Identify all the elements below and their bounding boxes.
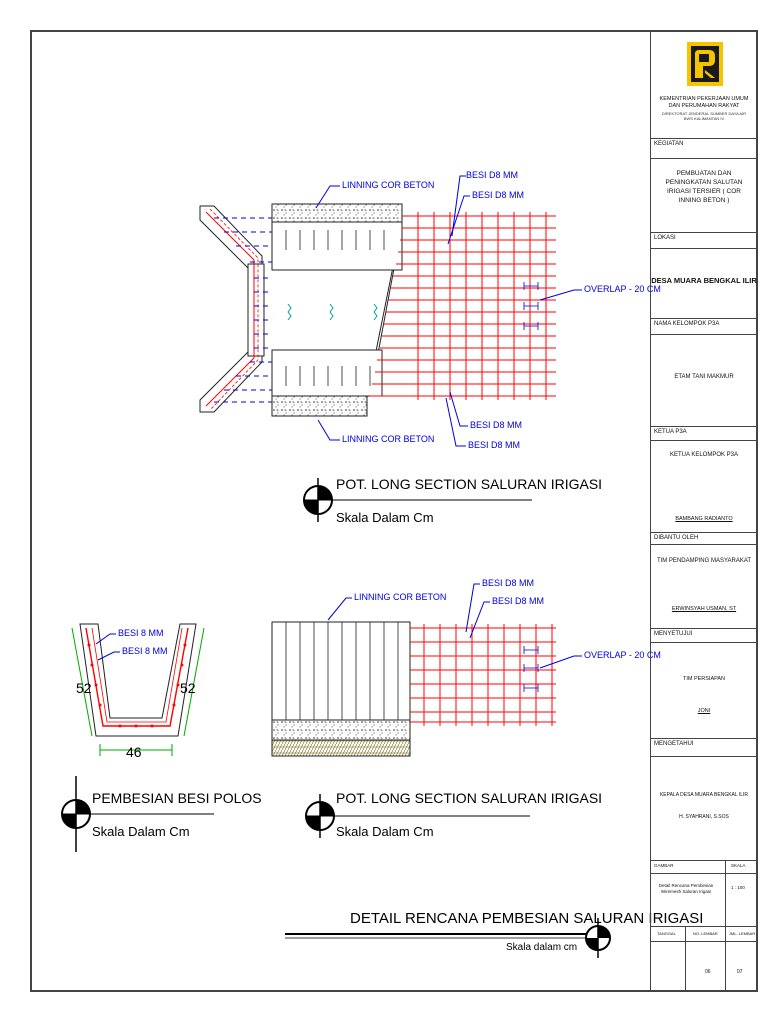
row-ketua: KETUA KELOMPOK P3A BAMBANG RADIANTO [651, 440, 757, 532]
label-besi-d8-5: BESI D8 MM [482, 578, 535, 588]
label-linning-bottom: LINNING COR BETON [342, 434, 435, 444]
row-mengetahui-hd: MENGETAHUI [651, 738, 757, 756]
row-dibantu-hd: DIBANTU OLEH [651, 532, 757, 544]
label-linning-2: LINNING COR BETON [354, 592, 447, 602]
u-channel-section [71, 623, 205, 756]
jml-lembar-hd: JML. LEMBAR [729, 931, 756, 936]
label-overlap-1: OVERLAP - 20 CM [584, 284, 661, 294]
main-title: DETAIL RENCANA PEMBESIAN SALURAN IRIGASI [350, 910, 704, 927]
section-marker-3 [61, 776, 214, 852]
title-block: KEMENTRIAN PEKERJAAN UMUM DAN PERUMAHAN … [650, 30, 758, 992]
gambar-hd: GAMBAR [654, 863, 674, 868]
main-title-marker [285, 918, 611, 958]
long-section-1 [199, 175, 582, 447]
wire-mesh-1 [370, 212, 556, 400]
long-section-2 [271, 583, 582, 757]
dim-bottom: 46 [126, 744, 142, 760]
u-rebar-2 [91, 627, 183, 723]
dim-left: 52 [76, 680, 92, 696]
dibantu-name: ERWINSYAH USMAN, ST [671, 606, 737, 612]
menyetujui-name: JONI [697, 708, 711, 714]
inlet-rebar [205, 211, 255, 407]
overlap-marks-2 [523, 646, 539, 692]
concrete-top [271, 203, 403, 223]
section-1-title: POT. LONG SECTION SALURAN IRIGASI [336, 476, 603, 492]
section-2-title: POT. LONG SECTION SALURAN IRIGASI [336, 790, 603, 806]
concrete-bottom [271, 395, 368, 417]
kegiatan-text: PEMBUATAN DAN PENINGKATAN SALUTAN IRIGAS… [665, 170, 743, 204]
section-2-scale: Skala Dalam Cm [336, 824, 434, 839]
soil-layer [271, 739, 411, 757]
label-overlap-2: OVERLAP - 20 CM [584, 650, 661, 660]
row-menyetujui-hd: MENYETUJUI [651, 628, 757, 642]
inlet-throat [247, 263, 265, 357]
dim-right: 52 [180, 680, 196, 696]
row-kegiatan: PEMBUATAN DAN PENINGKATAN SALUTAN IRIGAS… [651, 158, 757, 232]
row-menyetujui: TIM PERSIAPAN JONI [651, 642, 757, 738]
no-lembar-hd: NO. LEMBAR [693, 931, 718, 936]
dimension-lines [71, 627, 205, 756]
leaders-1 [315, 175, 582, 447]
skala-text: 1 : 100 [731, 885, 745, 890]
label-besi-d8-2: BESI D8 MM [472, 190, 525, 200]
leaders-2 [327, 583, 582, 669]
section-marker-2 [305, 794, 530, 838]
jml-lembar: 07 [737, 969, 743, 975]
label-besi-d8-1: BESI D8 MM [466, 170, 519, 180]
section-marker-1 [303, 478, 532, 522]
row-lokasi-hd: LOKASI [651, 232, 757, 248]
row-kegiatan-hd: KEGIATAN [651, 138, 757, 158]
lokasi-text: DESA MUARA BENGKAL ILIR [651, 276, 757, 285]
ministry-line1: KEMENTRIAN PEKERJAAN UMUM [659, 96, 749, 102]
section-3-title: PEMBESIAN BESI POLOS [92, 790, 262, 806]
row-nama-kelompok-hd: NAMA KELOMPOK P3A [651, 318, 757, 334]
row-lembar: TANGGAL NO. LEMBAR JML. LEMBAR 06 07 [651, 926, 757, 991]
label-linning-top: LINNING COR BETON [342, 180, 435, 190]
label-besi8-b: BESI 8 MM [122, 646, 168, 656]
ministry-logo [687, 42, 723, 86]
row-dibantu: TIM PENDAMPING MASYARAKAT ERWINSYAH USMA… [651, 544, 757, 628]
no-lembar: 06 [705, 969, 711, 975]
label-besi-d8-6: BESI D8 MM [492, 596, 545, 606]
drawing-frame [30, 30, 758, 992]
section-1-scale: Skala Dalam Cm [336, 510, 434, 525]
row-gambar: GAMBAR SKALA Detail Rencana Pembesian Wi… [651, 860, 757, 927]
skala-hd: SKALA [731, 863, 746, 868]
water-symbols [287, 303, 378, 321]
tie-lines [214, 217, 272, 403]
wire-mesh-2 [410, 624, 556, 726]
ministry-line3: DIREKTORAT JENDERAL SUMBER DAYA AIR [661, 111, 747, 116]
dibantu-role: TIM PENDAMPING MASYARAKAT [656, 558, 752, 564]
mengetahui-name: H. SYAHRANI, S.SOS [679, 814, 729, 820]
label-besi-d8-4: BESI D8 MM [468, 440, 521, 450]
row-ketua-hd: KETUA P3A [651, 426, 757, 440]
inlet-rebar-2 [209, 208, 259, 411]
section-3-scale: Skala Dalam Cm [92, 824, 190, 839]
label-besi8-a: BESI 8 MM [118, 628, 164, 638]
tanggal-hd: TANGGAL [657, 931, 676, 936]
main-scale: Skala dalam cm [506, 942, 578, 953]
menyetujui-role: TIM PERSIAPAN [682, 676, 726, 682]
gambar-text: Detail Rencana Pembesian Wiremesh Salura… [658, 883, 714, 894]
overlap-marks-1 [523, 282, 539, 330]
concrete-slab-2 [271, 719, 411, 741]
row-mengetahui: KEPALA DESA MUARA BENGKAL ILIR H. SYAHRA… [651, 756, 757, 860]
nama-kelompok-text: ETAM TANI MAKMUR [674, 374, 734, 380]
mengetahui-role: KEPALA DESA MUARA BENGKAL ILIR [659, 792, 749, 798]
row-nama-kelompok: ETAM TANI MAKMUR [651, 334, 757, 426]
label-besi-d8-3: BESI D8 MM [470, 420, 523, 430]
ketua-role: KETUA KELOMPOK P3A [669, 452, 739, 458]
ketua-name: BAMBANG RADIANTO [675, 516, 733, 522]
ministry-line4: BWS KALIMANTAN IV [683, 116, 725, 121]
row-lokasi: DESA MUARA BENGKAL ILIR [651, 248, 757, 318]
ministry-line2: DAN PERUMAHAN RAKYAT [668, 103, 740, 109]
